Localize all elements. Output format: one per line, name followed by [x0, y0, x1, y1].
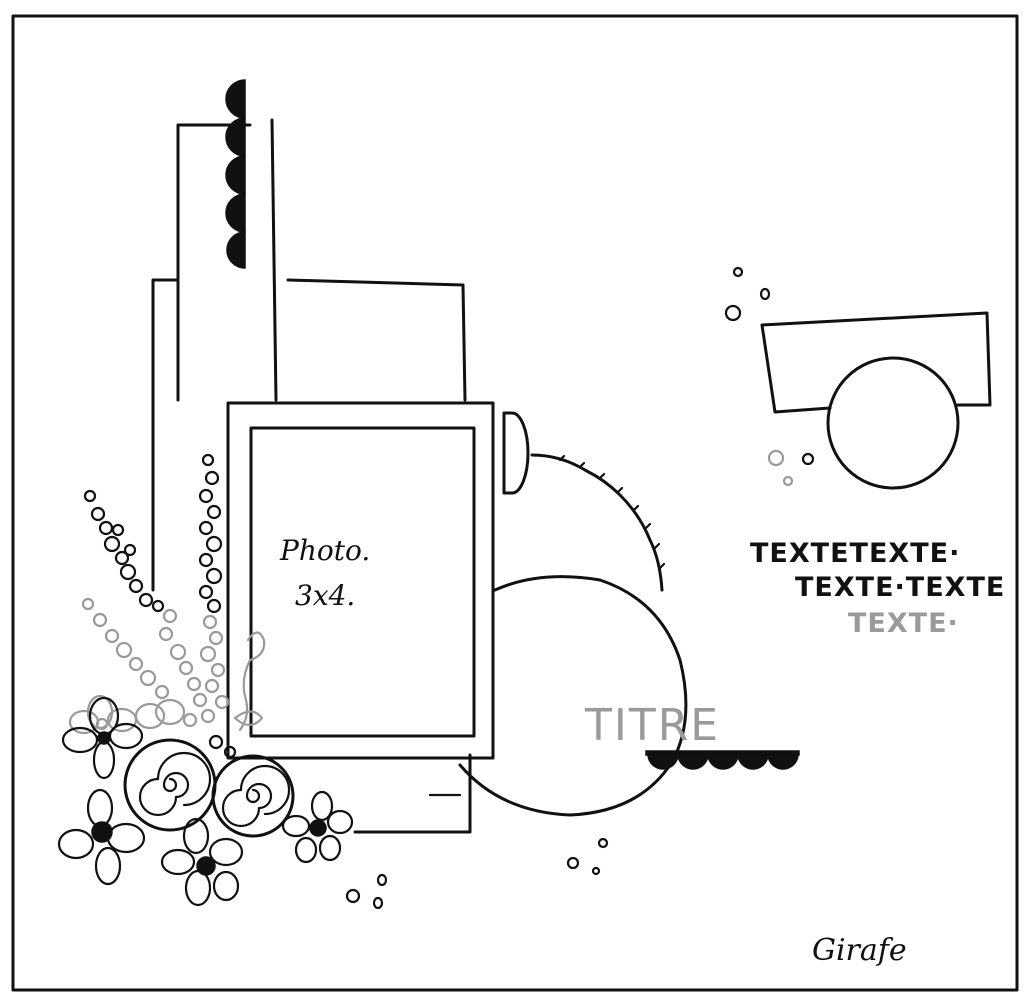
photo-label-line1: Photo.	[279, 534, 370, 567]
tab-clip	[502, 411, 530, 495]
flower-bottom-left	[57, 788, 146, 886]
mid-back-panel	[286, 278, 467, 402]
wavy-arc-bumps	[558, 454, 666, 570]
signature: Girafe	[812, 933, 907, 968]
big-circle	[458, 575, 688, 817]
page-frame	[11, 14, 1019, 992]
scallop-border-horizontal	[645, 750, 800, 770]
flower-left-top	[61, 696, 144, 780]
grey-flower-2	[134, 698, 186, 730]
photo-mat	[226, 401, 495, 760]
wavy-arc	[530, 453, 664, 592]
scallop-border-vertical	[225, 79, 246, 269]
left-back-panel	[151, 278, 180, 592]
dot-cluster-top-right	[724, 266, 771, 322]
flower-bottom-center	[160, 817, 244, 907]
bubble-stem-left	[83, 489, 165, 613]
photo-label-line2: 3x4.	[295, 579, 355, 612]
bubble-stem-left-grey	[81, 597, 216, 728]
spiral-rose-left	[123, 738, 217, 832]
tall-strip	[176, 118, 278, 402]
bottom-back-panel	[353, 753, 472, 834]
bubble-stem-center	[198, 453, 223, 614]
leaf-shape	[233, 710, 264, 727]
dot-cluster-bottom-left	[345, 873, 388, 910]
spiral-rose-right	[211, 754, 295, 838]
flower-bottom-right	[281, 790, 354, 864]
title-text: TITRE	[584, 700, 720, 751]
text-line-1: TEXTETEXTE·	[750, 538, 960, 569]
dot-cluster-bottom-center	[566, 837, 609, 876]
text-line-2: TEXTE·TEXTE	[795, 572, 1005, 603]
text-line-3: TEXTE·	[848, 608, 959, 639]
right-rectangle	[760, 311, 992, 414]
right-circle	[826, 356, 960, 490]
photo-frame	[249, 426, 476, 738]
bubble-stem-center-grey	[199, 614, 237, 759]
curly-stem	[238, 631, 266, 732]
dot-cluster-mid-right	[767, 449, 815, 487]
